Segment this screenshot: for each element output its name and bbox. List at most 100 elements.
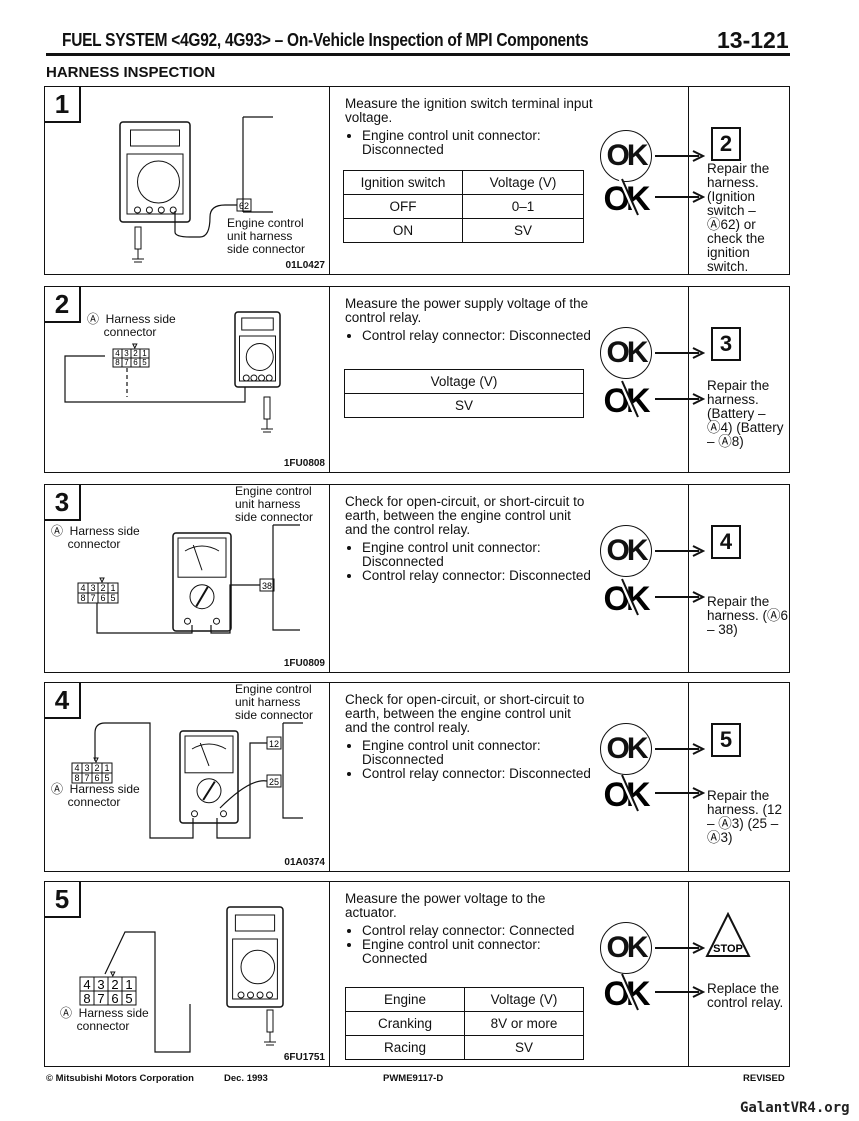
ok-icon: OK: [600, 130, 652, 182]
condition-bullet: Engine control unit connector: Disconnec…: [362, 739, 595, 767]
condition-bullet: Engine control unit connector: Connected: [362, 938, 595, 966]
connector-pin-number: 5: [104, 773, 109, 783]
condition-list: Engine control unit connector: Disconnec…: [345, 541, 595, 583]
analog-multimeter-icon: [179, 730, 239, 824]
ok-icon: OK: [600, 525, 652, 577]
instruction: Measure the power supply voltage of the …: [345, 296, 589, 325]
connector-pin-number: 6: [94, 773, 99, 783]
connector-pin-number: 7: [84, 773, 89, 783]
section-title: HARNESS INSPECTION: [46, 64, 216, 81]
table-cell: Voltage (V): [464, 987, 584, 1012]
arrow-ng-icon: [655, 393, 705, 405]
next-step-box: 3: [711, 327, 741, 361]
repair-instruction: Repair the harness. (Ⓐ6 – 38): [707, 594, 789, 637]
condition-list: Control relay connector: Disconnected: [345, 329, 595, 343]
instruction-text: Measure the ignition switch terminal inp…: [345, 97, 595, 157]
connector-pin-number: 7: [97, 991, 104, 1006]
ng-icon: OK: [604, 380, 652, 419]
voltage-table: Voltage (V)SV: [344, 369, 584, 418]
diagram-label: Ⓐ Harness side connector: [51, 782, 140, 809]
result-panel: [688, 87, 789, 274]
instruction: Check for open-circuit, or short-circuit…: [345, 692, 585, 735]
table-row: Voltage (V): [344, 369, 584, 394]
step-number: 5: [45, 882, 81, 918]
digital-multimeter-icon: [226, 906, 284, 1008]
connector-pin-number: 1: [110, 583, 115, 593]
repair-instruction: Repair the harness. (12 – Ⓐ3) (25 – Ⓐ3): [707, 788, 783, 845]
connector-pin-number: 8: [80, 593, 85, 603]
diagram-code: 01A0374: [284, 857, 325, 868]
footer-doc-code: PWME9117-D: [383, 1073, 444, 1084]
condition-bullet: Engine control unit connector: Disconnec…: [362, 541, 595, 569]
diagram-label: Engine control unit harness side connect…: [235, 682, 314, 722]
ng-icon: OK: [604, 973, 652, 1012]
instruction-text: Check for open-circuit, or short-circuit…: [345, 693, 595, 781]
connector-pin-number: 2: [111, 977, 118, 992]
connector-pin-number: 2: [94, 763, 99, 773]
table-cell: Voltage (V): [462, 170, 584, 195]
condition-bullet: Control relay connector: Disconnected: [362, 569, 595, 583]
diagram-label: Ⓐ Harness side connector: [51, 524, 140, 551]
repair-instruction: Repair the harness. (Battery – Ⓐ4) (Batt…: [707, 378, 784, 449]
footer-status: REVISED: [743, 1073, 785, 1084]
footer-copyright: © Mitsubishi Motors Corporation: [46, 1073, 194, 1084]
next-step-box: 5: [711, 723, 741, 757]
result-panel: [688, 287, 789, 472]
arrow-ok-icon: [655, 743, 705, 755]
table-cell: ON: [343, 218, 463, 243]
next-step-box: 4: [711, 525, 741, 559]
condition-list: Engine control unit connector: Disconnec…: [345, 129, 595, 157]
table-cell: Voltage (V): [344, 369, 584, 394]
page-number: 13-121: [717, 27, 789, 53]
terminal-number: 25: [269, 777, 279, 787]
connector-pin-number: 2: [133, 349, 138, 358]
ground-icon: [264, 1009, 276, 1046]
diagram-code: 1FU0809: [283, 658, 325, 669]
repair-instruction: Replace the control relay.: [707, 981, 784, 1010]
ok-icon: OK: [600, 723, 652, 775]
condition-bullet: Control relay connector: Disconnected: [362, 767, 595, 781]
connector-pin-number: 4: [80, 583, 85, 593]
ok-icon: OK: [600, 327, 652, 379]
connector-pin-number: 3: [124, 349, 129, 358]
instruction-text: Measure the power voltage to the actuato…: [345, 892, 595, 966]
arrow-ng-icon: [655, 191, 705, 203]
diagram-code: 6FU1751: [283, 1052, 325, 1063]
connector-pin-number: 8: [115, 358, 120, 367]
result-panel: [688, 882, 789, 1066]
diagram-label: Ⓐ Harness side connector: [87, 312, 176, 339]
connector-pin-number: 4: [115, 349, 120, 358]
connector-pin-number: 5: [142, 358, 147, 367]
table-cell: OFF: [343, 194, 463, 219]
digital-multimeter-icon: [119, 121, 191, 223]
connector-pin-number: 2: [100, 583, 105, 593]
table-cell: 8V or more: [464, 1011, 584, 1036]
table-cell: Engine: [345, 987, 465, 1012]
condition-bullet: Engine control unit connector: Disconnec…: [362, 129, 595, 157]
connector-pin-number: 3: [90, 583, 95, 593]
arrow-ok-icon: [655, 545, 705, 557]
next-step-box: 2: [711, 127, 741, 161]
connector-pin-number: 8: [74, 773, 79, 783]
ok-icon: OK: [600, 922, 652, 974]
repair-instruction: Repair the harness. (Ignition switch – Ⓐ…: [707, 161, 770, 274]
